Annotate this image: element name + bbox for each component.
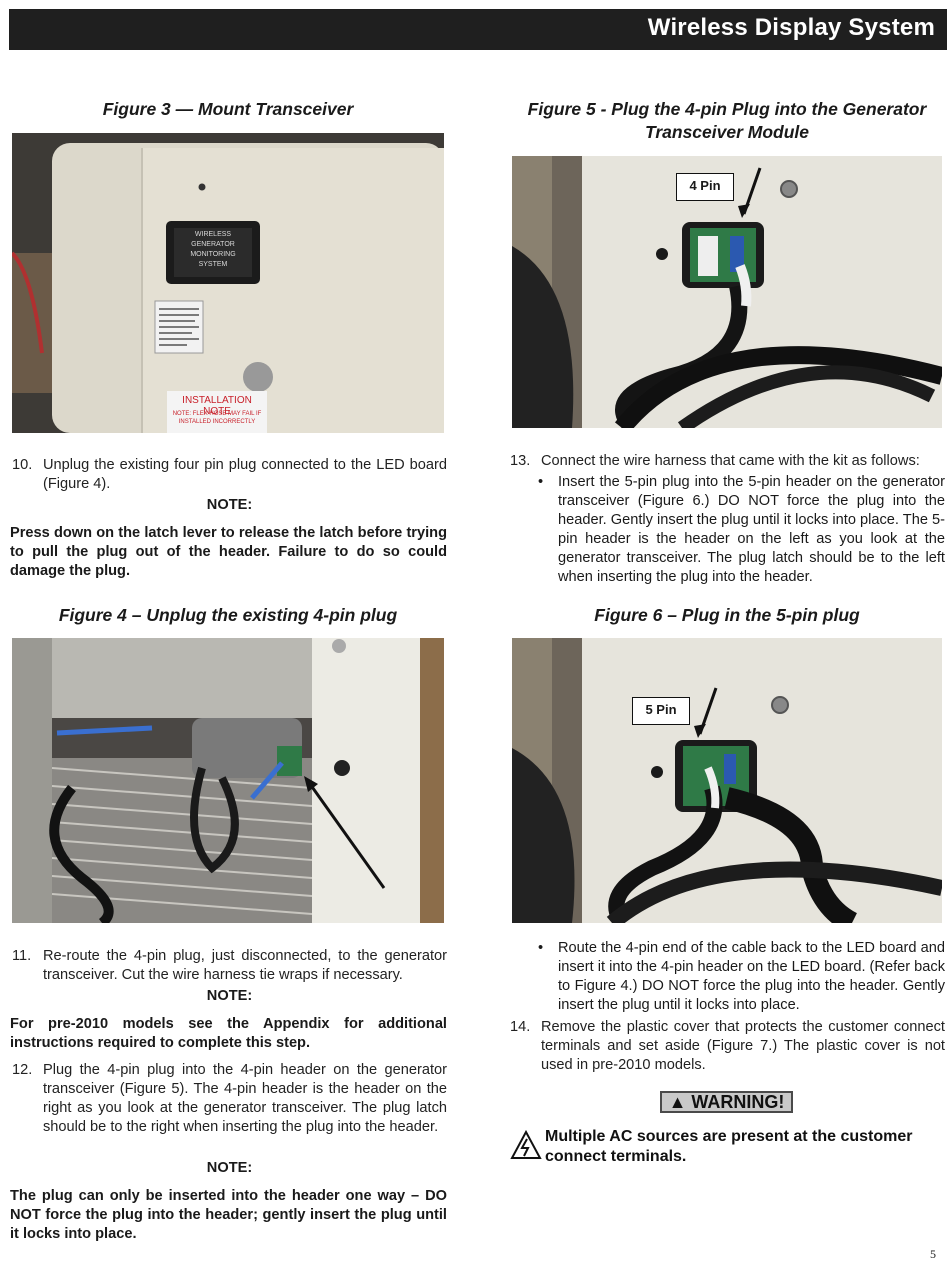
note-2-label: NOTE: (206, 988, 253, 1004)
warning-triangle-icon: ▲ (668, 1092, 687, 1112)
step-13: 13. Connect the wire harness that came w… (510, 453, 920, 469)
page-title: Wireless Display System (647, 14, 935, 41)
five-pin-label: 5 Pin (632, 697, 690, 725)
figure-6-caption: Figure 6 – Plug in the 5-pin plug (594, 605, 860, 625)
figure-3-photo: WIRELESS GENERATOR MONITORING SYSTEM INS… (12, 133, 444, 433)
note-1-label: NOTE: (206, 497, 253, 513)
four-pin-label: 4 Pin (676, 173, 734, 201)
installation-note-sticker: INSTALLATION NOTE (182, 395, 252, 417)
figure-6-photo: 5 Pin (512, 638, 942, 923)
figure-4-photo (12, 638, 444, 923)
bullet-insert-5-pin: • Insert the 5-pin plug into the 5-pin h… (538, 474, 945, 585)
warning-label: WARNING! (691, 1092, 785, 1112)
note-3-label: NOTE: (206, 1160, 253, 1176)
note-3-text: The plug can only be inserted into the h… (10, 1188, 447, 1242)
figure-4-caption: Figure 4 – Unplug the existing 4-pin plu… (58, 605, 398, 625)
warning-text: Multiple AC sources are present at the c… (545, 1128, 913, 1165)
step-10: 10. Unplug the existing four pin plug co… (12, 457, 447, 492)
electric-hazard-icon (510, 1129, 542, 1160)
figure-3-caption: Figure 3 — Mount Transceiver (102, 99, 354, 119)
step-12: 12. Plug the 4-pin plug into the 4-pin h… (12, 1062, 447, 1135)
note-2-text: For pre-2010 models see the Appendix for… (10, 1016, 447, 1051)
note-1-text: Press down on the latch lever to release… (10, 525, 447, 579)
installation-note-sticker-detail: NOTE: FLEX HOSE MAY FAIL IF INSTALLED IN… (172, 411, 262, 425)
step-14: 14. Remove the plastic cover that protec… (510, 1019, 945, 1073)
step-11: 11. Re-route the 4-pin plug, just discon… (12, 948, 447, 983)
page-number: 5 (930, 1247, 936, 1261)
figure-5-caption: Figure 5 - Plug the 4-pin Plug into the … (527, 99, 927, 142)
display-screen-text: WIRELESS GENERATOR MONITORING SYSTEM (190, 231, 236, 268)
bullet-route-4-pin: • Route the 4-pin end of the cable back … (538, 940, 945, 1013)
warning-badge: ▲ WARNING! (660, 1091, 793, 1113)
figure-5-photo: 4 Pin (512, 156, 942, 428)
header-bar: Wireless Display System (9, 9, 947, 50)
